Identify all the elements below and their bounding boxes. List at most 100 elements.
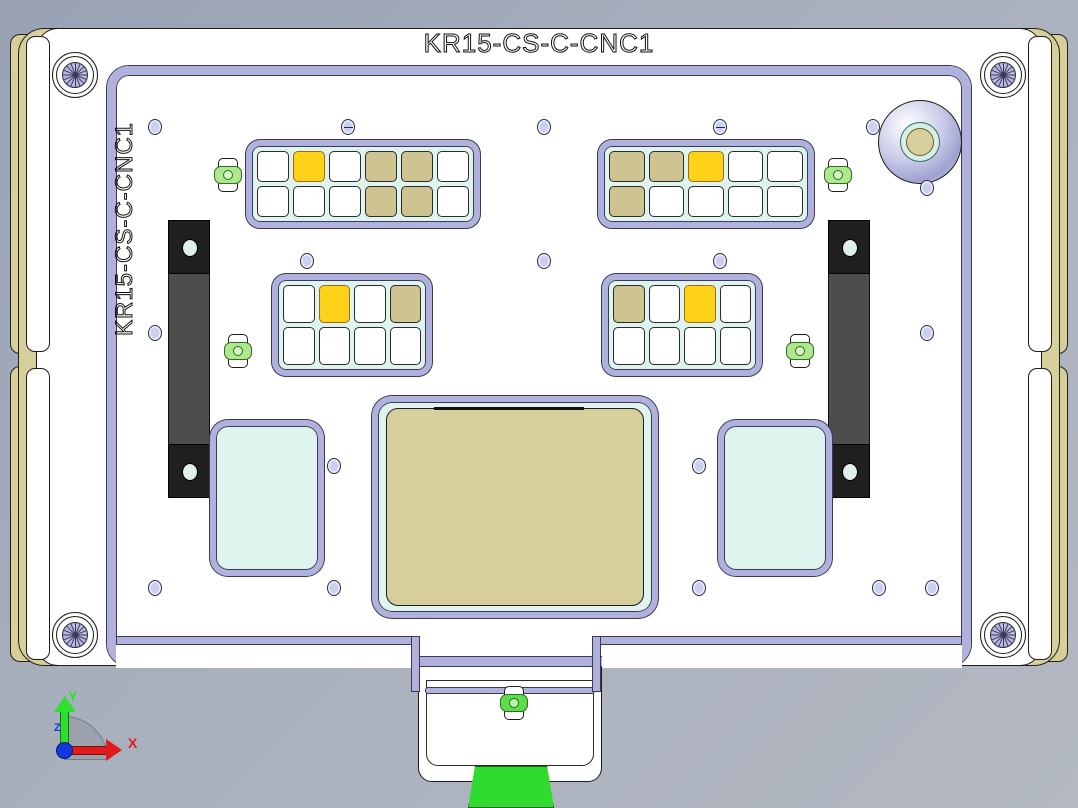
green-fastener-middle-right[interactable]: [786, 334, 814, 368]
connector-cell[interactable]: [609, 186, 645, 217]
connector-cell[interactable]: [329, 186, 361, 217]
connector-cell[interactable]: [365, 151, 397, 182]
connector-cell[interactable]: [283, 285, 315, 323]
mounting-rail-right[interactable]: [828, 272, 870, 452]
bolt-hub-icon: [990, 622, 1016, 648]
connector-cell[interactable]: [767, 151, 803, 182]
mounting-hole[interactable]: [148, 325, 162, 341]
mounting-hole[interactable]: [866, 119, 880, 135]
connector-cell[interactable]: [293, 186, 325, 217]
connector-cell[interactable]: [688, 186, 724, 217]
bolt-ring-mid-icon: [984, 56, 1022, 94]
corner-bolt-bottom-right[interactable]: [980, 612, 1026, 658]
mint-pad-left[interactable]: [210, 420, 324, 576]
fastener-hole-icon: [223, 170, 233, 180]
connector-cell[interactable]: [401, 186, 433, 217]
connector-cell[interactable]: [389, 327, 421, 365]
connector-cell[interactable]: [293, 151, 325, 182]
connector-cell[interactable]: [719, 285, 751, 323]
connector-cell[interactable]: [613, 327, 645, 365]
connector-cell[interactable]: [437, 186, 469, 217]
connector-cell[interactable]: [354, 327, 386, 365]
mounting-hole[interactable]: [327, 580, 341, 596]
mounting-hole[interactable]: [327, 458, 341, 474]
connector-cell[interactable]: [648, 285, 680, 323]
connector-middle-left[interactable]: [272, 274, 432, 376]
mounting-hole[interactable]: [692, 458, 706, 474]
bolt-hub-icon: [62, 622, 88, 648]
rail-cap-left-top[interactable]: [168, 220, 210, 274]
green-fastener-middle-left[interactable]: [224, 334, 252, 368]
mounting-hole[interactable]: [148, 119, 162, 135]
mounting-hole[interactable]: [920, 180, 934, 196]
rail-cap-left-bottom[interactable]: [168, 444, 210, 498]
mounting-hole[interactable]: [148, 580, 162, 596]
mounting-hole[interactable]: [341, 119, 355, 135]
connector-cell[interactable]: [684, 327, 716, 365]
plate-side-face-right-top: [1028, 36, 1052, 352]
connector-cell[interactable]: [609, 151, 645, 182]
rail-cap-right-bottom[interactable]: [828, 444, 870, 498]
corner-bolt-bottom-left[interactable]: [52, 612, 98, 658]
connector-top-left[interactable]: [246, 140, 480, 228]
connector-cell[interactable]: [401, 151, 433, 182]
connector-cell[interactable]: [257, 186, 289, 217]
mounting-hole[interactable]: [692, 580, 706, 596]
mounting-hole[interactable]: [872, 580, 886, 596]
connector-cell[interactable]: [318, 327, 350, 365]
corner-bolt-top-left[interactable]: [52, 52, 98, 98]
rail-hole-icon: [842, 463, 858, 481]
connector-cell[interactable]: [648, 327, 680, 365]
green-fastener-bottom[interactable]: [500, 686, 528, 720]
mounting-hole[interactable]: [300, 253, 314, 269]
connector-cell[interactable]: [648, 186, 685, 217]
connector-cell[interactable]: [318, 285, 350, 323]
connector-cell[interactable]: [684, 285, 716, 323]
mint-pad-right[interactable]: [718, 420, 832, 576]
fastener-hole-icon: [833, 170, 843, 180]
connector-cell[interactable]: [354, 285, 386, 323]
fastener-hole-icon: [509, 698, 519, 708]
bolt-ring-mid-icon: [56, 56, 94, 94]
circular-boss[interactable]: [878, 100, 962, 184]
fastener-hole-icon: [233, 346, 243, 356]
rail-cap-right-top[interactable]: [828, 220, 870, 274]
connector-middle-right[interactable]: [602, 274, 762, 376]
connector-cell[interactable]: [365, 186, 397, 217]
mounting-hole[interactable]: [537, 253, 551, 269]
rail-hole-icon: [842, 239, 858, 257]
recess-rail-vertical-left: [411, 636, 420, 692]
mounting-hole[interactable]: [920, 325, 934, 341]
connector-cell[interactable]: [648, 151, 685, 182]
mounting-hole[interactable]: [713, 253, 727, 269]
center-panel-face: [386, 408, 644, 606]
connector-cell[interactable]: [688, 151, 724, 182]
plate-side-face-left-bottom: [26, 368, 50, 660]
connector-cell[interactable]: [727, 151, 764, 182]
connector-cell[interactable]: [283, 327, 315, 365]
axis-label-z: Z: [54, 722, 61, 734]
axis-x-arrow-icon: [106, 739, 122, 761]
bolt-ring-mid-icon: [56, 616, 94, 654]
connector-cell[interactable]: [767, 186, 803, 217]
plate-side-face-left-top: [26, 36, 50, 352]
connector-cell[interactable]: [257, 151, 289, 182]
connector-cell[interactable]: [727, 186, 764, 217]
connector-cell[interactable]: [437, 151, 469, 182]
green-fastener-top-right[interactable]: [824, 158, 852, 192]
mounting-hole[interactable]: [713, 119, 727, 135]
connector-cell[interactable]: [613, 285, 645, 323]
green-fastener-top-left[interactable]: [214, 158, 242, 192]
fastener-hole-icon: [795, 346, 805, 356]
axis-origin-icon: [56, 742, 73, 759]
mounting-hole[interactable]: [537, 119, 551, 135]
plate-side-face-right-bottom: [1028, 368, 1052, 660]
corner-bolt-top-right[interactable]: [980, 52, 1026, 98]
connector-cell[interactable]: [389, 285, 421, 323]
connector-cell[interactable]: [719, 327, 751, 365]
connector-top-right[interactable]: [598, 140, 814, 228]
bolt-ring-mid-icon: [984, 616, 1022, 654]
connector-cell[interactable]: [329, 151, 361, 182]
mounting-hole[interactable]: [925, 580, 939, 596]
